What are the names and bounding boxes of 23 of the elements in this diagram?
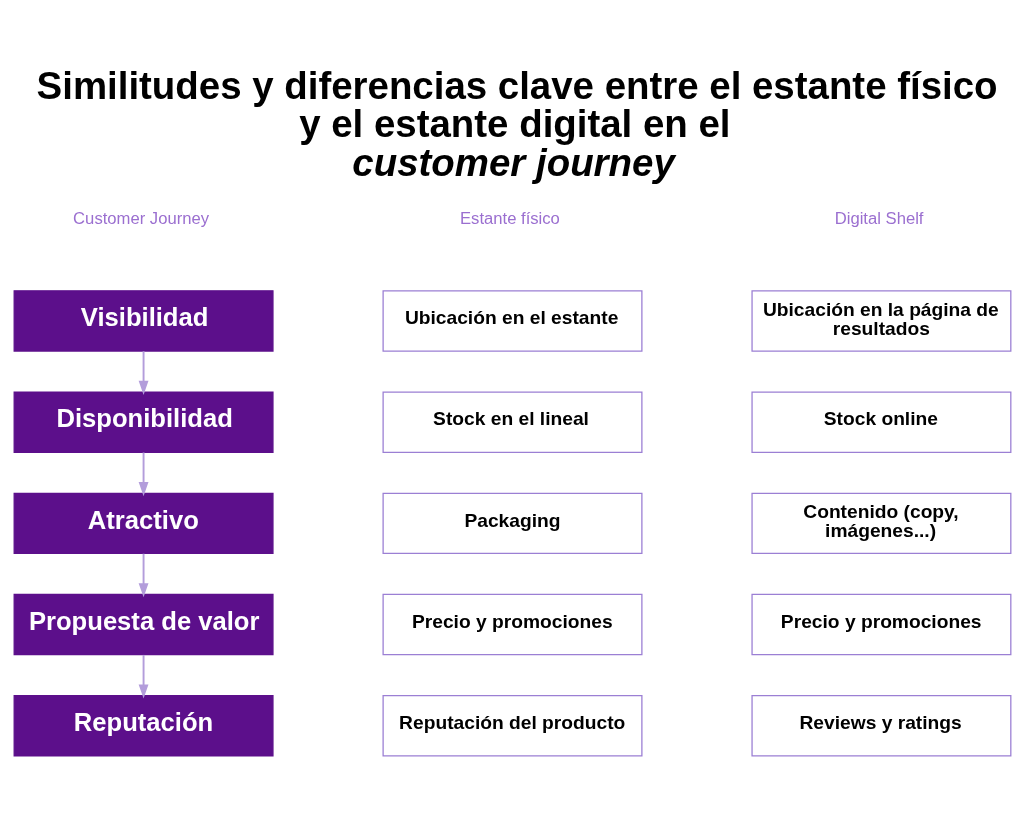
label: Customer Journey	[72, 208, 209, 228]
label: Digital Shelf	[834, 208, 923, 228]
node-box: Ubicación en el estante	[382, 289, 642, 352]
node-box: Ubicación en la página de resultados	[750, 289, 1011, 352]
label: Estante físico	[459, 208, 560, 228]
arrow	[138, 653, 148, 699]
node-box: Precio y promociones	[750, 593, 1011, 655]
node-box: Reputación	[13, 694, 274, 756]
node-box: Disponibilidad	[13, 390, 274, 453]
node-box: Contenido (copy, imágenes...)	[750, 492, 1011, 554]
node-box: Stock online	[750, 390, 1011, 453]
arrow	[138, 349, 148, 395]
node-box: Propuesta de valor	[13, 593, 274, 655]
node-box: Packaging	[382, 492, 642, 554]
arrow	[138, 552, 148, 597]
diagram-title: Similitudes y diferencias clave entre el estante físico y el estante digital en el customer journey	[36, 63, 998, 184]
node-box: Reviews y ratings	[750, 694, 1011, 756]
node-box: Stock en el lineal	[382, 390, 642, 453]
node-box: Reputación del producto	[382, 694, 642, 756]
node-box: Precio y promociones	[382, 593, 642, 655]
node-box: Visibilidad	[13, 289, 274, 352]
node-box: Atractivo	[13, 492, 274, 554]
arrow	[138, 451, 148, 496]
